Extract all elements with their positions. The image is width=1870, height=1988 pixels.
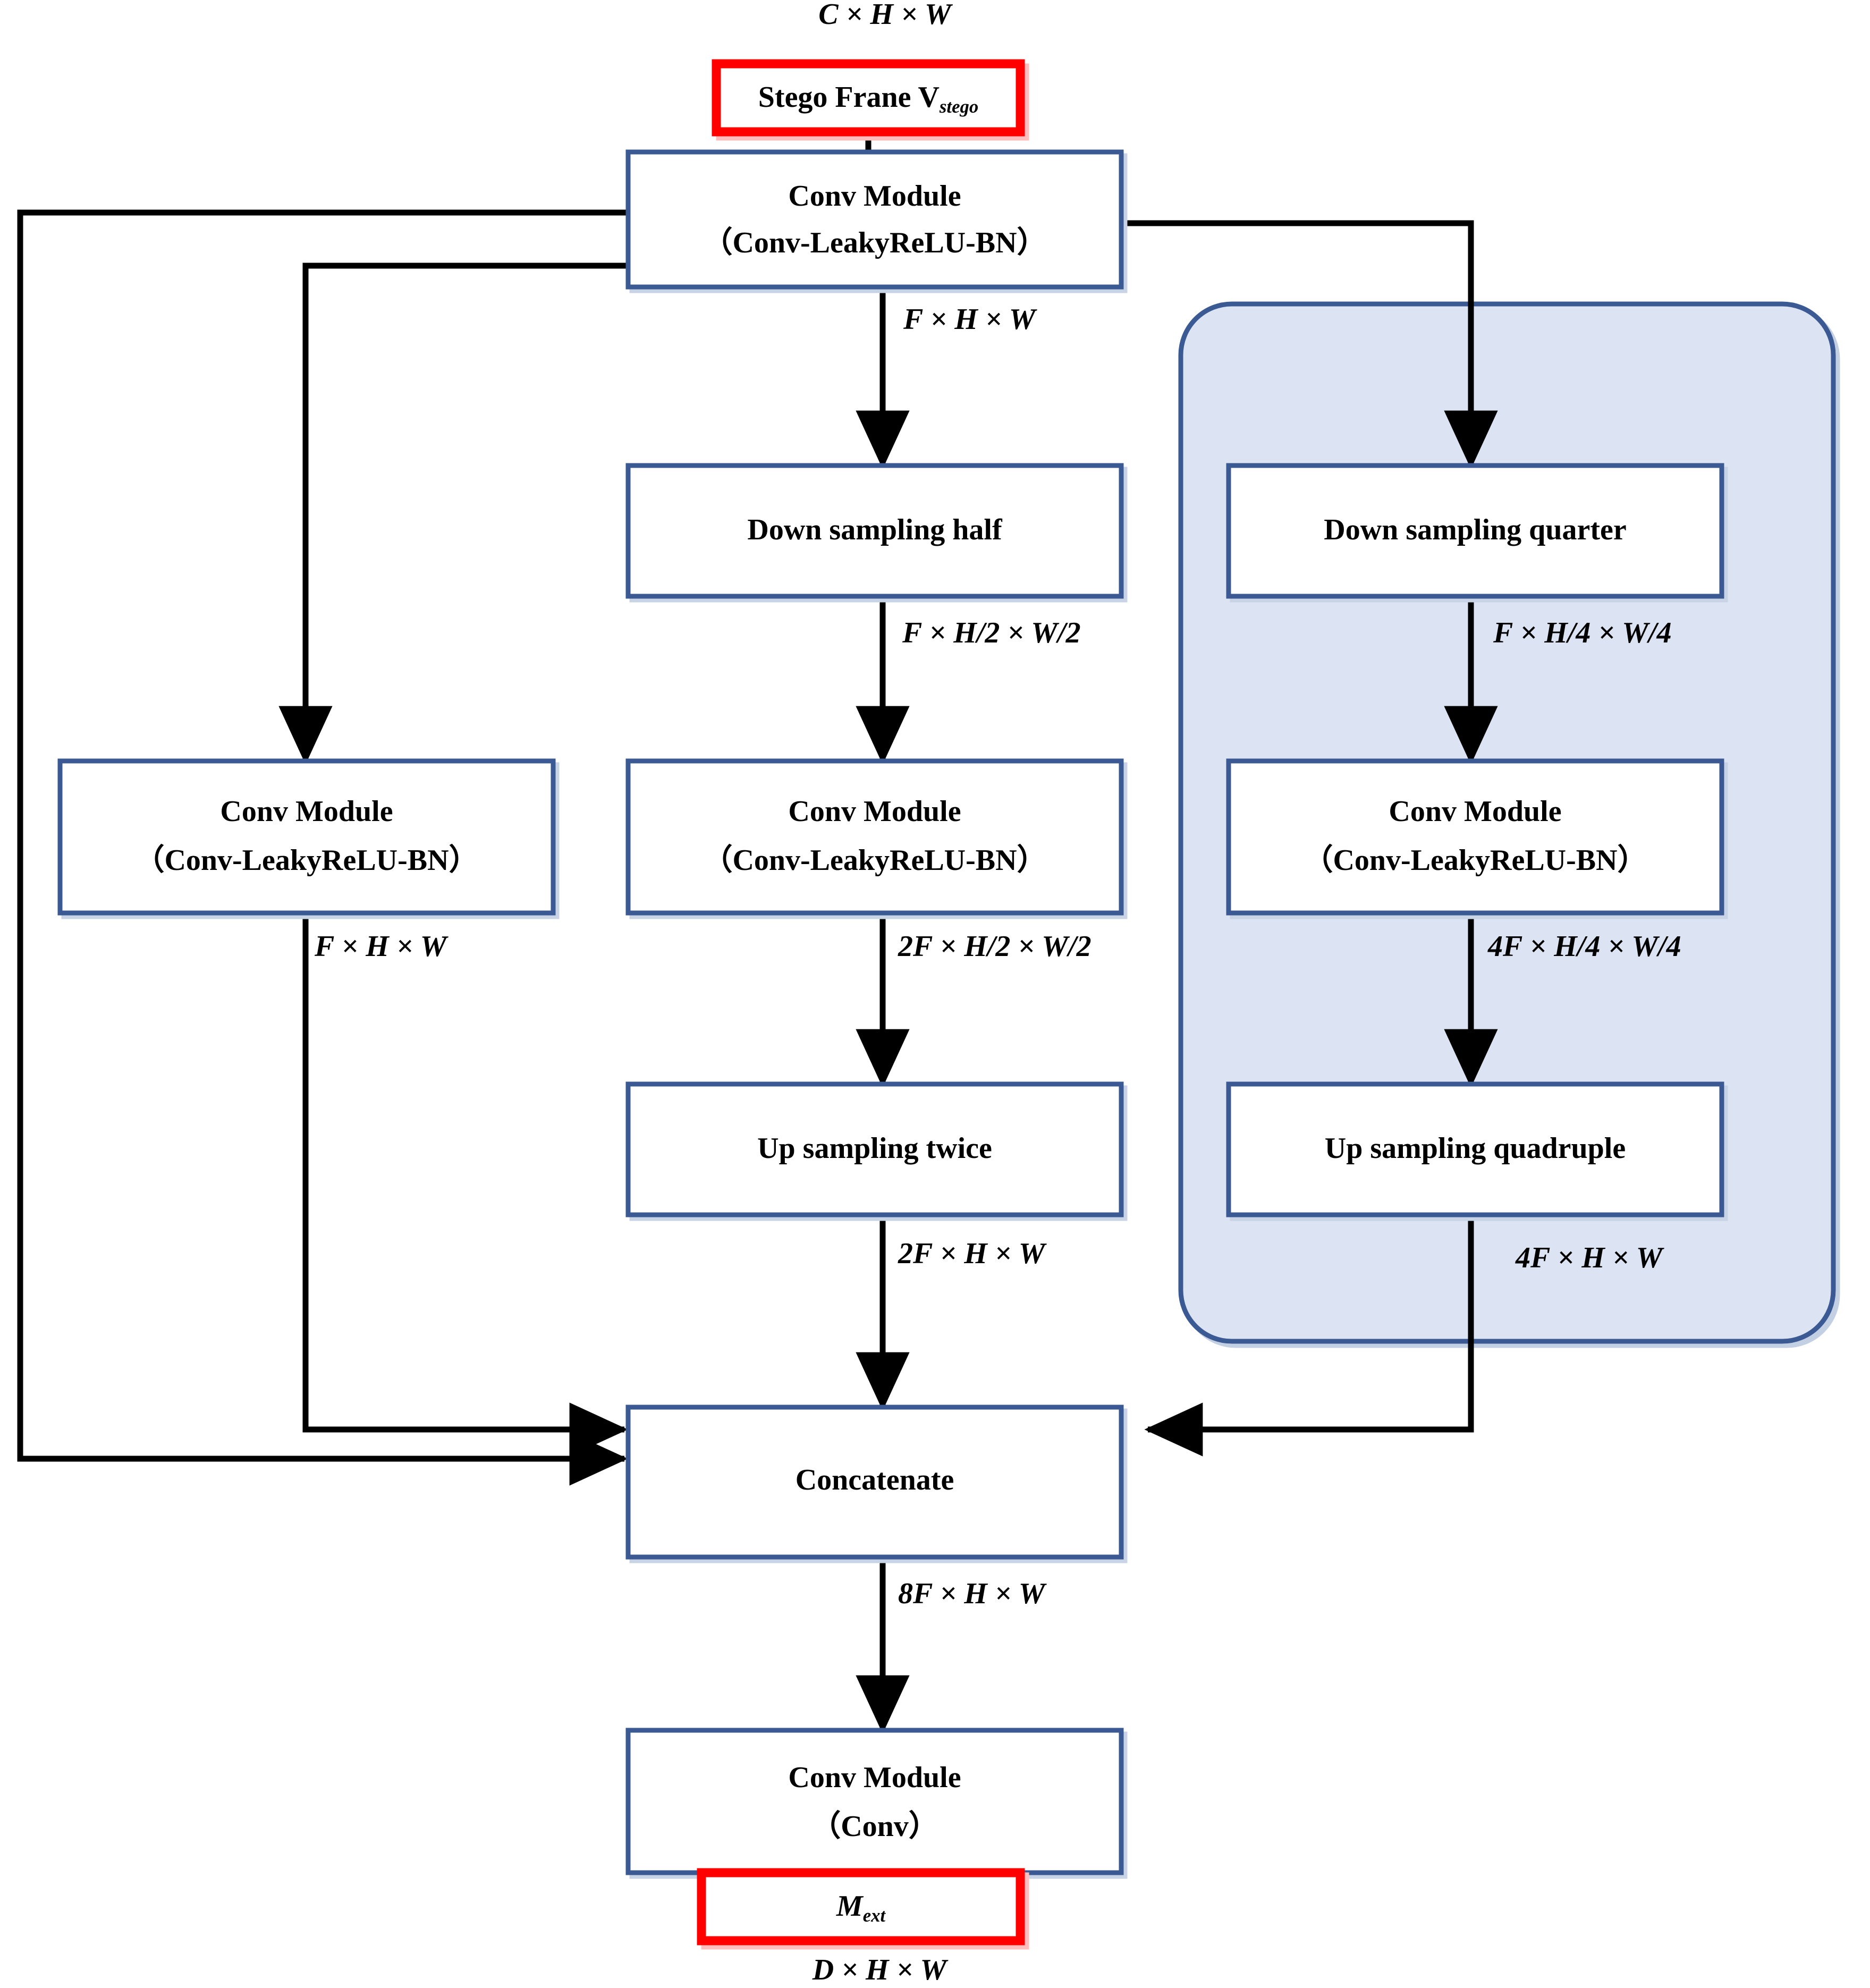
label-top-input: C × H × W	[818, 0, 953, 31]
conv-bottom-label-line2: （Conv）	[811, 1809, 938, 1843]
conv-bottom-label-line1: Conv Module	[788, 1761, 961, 1794]
conv-left-label-line2: （Conv-LeakyReLU-BN）	[134, 843, 478, 877]
label-after-down-quarter: F × H/4 × W/4	[1493, 616, 1672, 649]
stego-frame-box	[712, 59, 1025, 137]
down-sampling-half-label: Down sampling half	[747, 513, 1003, 546]
node-down-sampling-half[interactable]: Down sampling half	[625, 463, 1124, 599]
down-sampling-half-box	[625, 463, 1124, 599]
node-stego-frame[interactable]: Stego Frane Vstego	[712, 59, 1025, 137]
conv-right-label-line1: Conv Module	[1389, 795, 1561, 828]
label-after-conv-top: F × H × W	[903, 303, 1038, 336]
conv-mid-label-line1: Conv Module	[788, 795, 961, 828]
node-conv-top[interactable]: Conv Module （Conv-LeakyReLU-BN）	[625, 149, 1124, 290]
node-concatenate[interactable]: Concatenate	[625, 1405, 1124, 1560]
node-down-sampling-quarter[interactable]: Down sampling quarter	[1226, 463, 1724, 599]
down-sampling-quarter-label: Down sampling quarter	[1324, 513, 1626, 546]
conv-left-label-line1: Conv Module	[220, 795, 393, 828]
conv-right-box	[1226, 758, 1724, 916]
label-after-conv-mid: 2F × H/2 × W/2	[898, 930, 1091, 963]
label-after-concat: 8F × H × W	[898, 1577, 1047, 1610]
up-sampling-quadruple-box	[1226, 1081, 1724, 1217]
up-sampling-quadruple-label: Up sampling quadruple	[1325, 1132, 1626, 1165]
conv-top-box	[625, 149, 1124, 290]
node-conv-right[interactable]: Conv Module （Conv-LeakyReLU-BN）	[1226, 758, 1724, 916]
node-m-ext[interactable]: Mext	[697, 1868, 1025, 1945]
node-up-sampling-quadruple[interactable]: Up sampling quadruple	[1226, 1081, 1724, 1217]
m-ext-box	[697, 1868, 1025, 1945]
label-after-up-twice: 2F × H × W	[898, 1237, 1047, 1270]
label-final-output: D × H × W	[812, 1953, 949, 1986]
edge-conv-top-to-down-quarter	[1121, 220, 1498, 469]
conv-left-box	[57, 758, 556, 916]
label-after-down-half: F × H/2 × W/2	[902, 616, 1081, 649]
up-sampling-twice-label: Up sampling twice	[757, 1132, 992, 1165]
label-after-conv-right: 4F × H/4 × W/4	[1487, 930, 1681, 963]
node-conv-bottom[interactable]: Conv Module （Conv）	[625, 1728, 1124, 1875]
edge-conv-top-to-concatenate-outer	[17, 209, 628, 1486]
m-ext-label: Mext	[836, 1890, 886, 1926]
edge-conv-left-to-concatenate	[302, 913, 628, 1457]
conv-mid-label-line2: （Conv-LeakyReLU-BN）	[703, 843, 1046, 877]
concatenate-label: Concatenate	[796, 1463, 954, 1496]
label-after-conv-left: F × H × W	[314, 930, 449, 963]
node-up-sampling-twice[interactable]: Up sampling twice	[625, 1081, 1124, 1217]
conv-mid-box	[625, 758, 1124, 916]
node-conv-mid[interactable]: Conv Module （Conv-LeakyReLU-BN）	[625, 758, 1124, 916]
edge-up-quadruple-to-concatenate	[1144, 1215, 1474, 1457]
down-sampling-quarter-box	[1226, 463, 1724, 599]
stego-frame-label: Stego Frane Vstego	[758, 81, 978, 117]
conv-right-label-line2: （Conv-LeakyReLU-BN）	[1303, 843, 1647, 877]
concatenate-box	[625, 1405, 1124, 1560]
conv-top-label-line1: Conv Module	[788, 180, 961, 213]
label-after-up-quadruple: 4F × H × W	[1515, 1241, 1665, 1274]
up-sampling-twice-box	[625, 1081, 1124, 1217]
edge-conv-top-to-conv-left	[278, 263, 628, 765]
conv-top-label-line2: （Conv-LeakyReLU-BN）	[703, 226, 1046, 259]
conv-bottom-box	[625, 1728, 1124, 1875]
node-conv-left[interactable]: Conv Module （Conv-LeakyReLU-BN）	[57, 758, 556, 916]
